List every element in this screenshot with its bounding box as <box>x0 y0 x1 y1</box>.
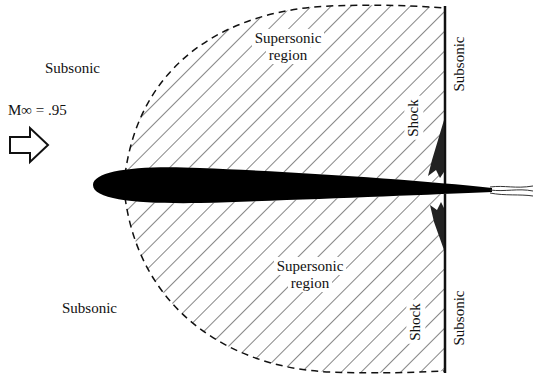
sonic-line <box>125 5 445 175</box>
flow-arrow <box>10 128 48 162</box>
shock-line <box>444 194 447 373</box>
wake <box>490 186 533 196</box>
shock-foot <box>428 120 444 178</box>
airfoil <box>93 167 492 203</box>
shock-label: Shock <box>406 300 425 344</box>
region-label: Supersonic region <box>240 30 336 65</box>
mach-label: M∞ = .95 <box>8 102 67 119</box>
shock-label: Shock <box>404 96 423 140</box>
region-label: Subsonic <box>450 287 469 348</box>
label-text: Supersonic region <box>252 29 325 64</box>
region-label: Subsonic <box>62 300 117 317</box>
shock-line <box>444 6 447 184</box>
region-label: Subsonic <box>45 60 100 77</box>
label-text: Supersonic region <box>274 257 347 292</box>
sonic-line <box>125 197 445 373</box>
region-label: Supersonic region <box>262 258 358 293</box>
shock-foot <box>430 202 444 250</box>
region-label: Subsonic <box>450 33 469 94</box>
